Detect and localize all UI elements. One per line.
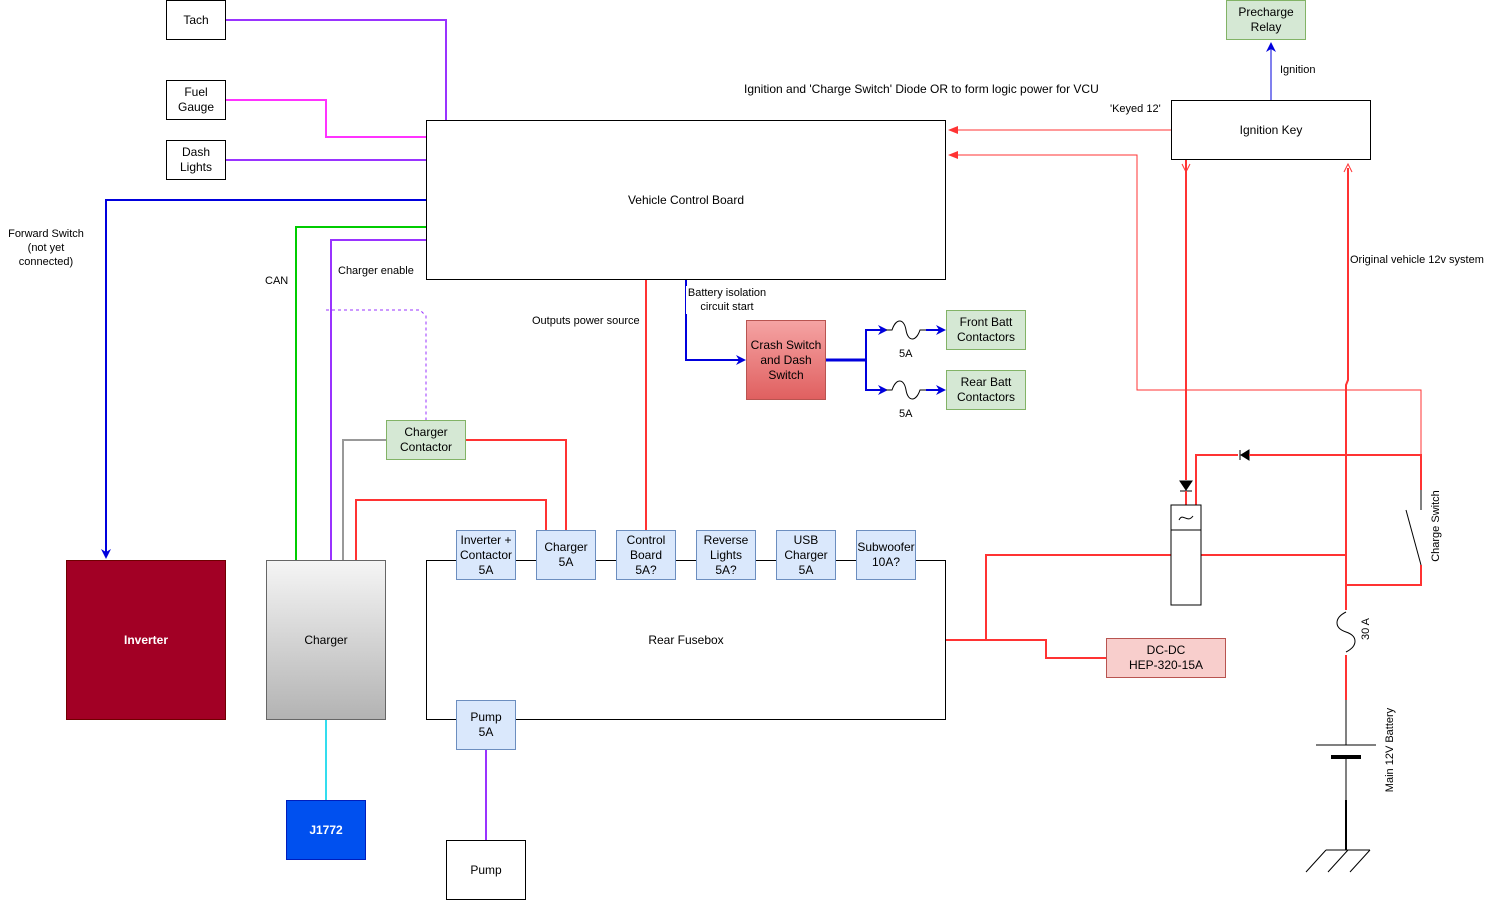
- rear-fusebox: Rear Fusebox: [426, 560, 946, 720]
- can-wire: [295, 226, 426, 560]
- charge-switch-logic: [948, 151, 1422, 500]
- charger-contactor: Charger Contactor: [386, 420, 466, 460]
- fuse-subwoofer: Subwoofer 10A?: [856, 530, 916, 580]
- charger-enable-label: Charger enable: [338, 264, 414, 278]
- outputs-power-label: Outputs power source: [532, 314, 640, 328]
- main-battery-label: Main 12V Battery: [1384, 707, 1396, 793]
- fuse-usb-charger: USB Charger 5A: [776, 530, 836, 580]
- front-fuse-label: 5A: [899, 348, 913, 360]
- relay-to-diode: [1195, 454, 1238, 505]
- tach-wire: [226, 19, 447, 120]
- charger-fuse-red: [355, 499, 547, 560]
- fuse-inverter-contactor: Inverter + Contactor 5A: [456, 530, 516, 580]
- front-fuse-symbol: [886, 320, 926, 340]
- original-12v-label: Original vehicle 12v system: [1350, 253, 1484, 267]
- crash-switch-box: Crash Switch and Dash Switch: [746, 320, 826, 400]
- relay-body: [1170, 504, 1202, 606]
- diode-relay: [1179, 480, 1193, 492]
- forward-switch-wire: [101, 199, 426, 559]
- tach-box: Tach: [166, 0, 226, 40]
- charger-box: Charger: [266, 560, 386, 720]
- rear-fuse-symbol: [886, 380, 926, 400]
- main-12v-feed: [1345, 168, 1349, 610]
- fusebox-dcdc: [946, 639, 1106, 659]
- rear-fuse-label: 5A: [899, 408, 913, 420]
- fuel-gauge-wire: [226, 99, 426, 138]
- fuse-30a-label: 30 A: [1360, 617, 1372, 641]
- keyed12-label: 'Keyed 12': [1110, 102, 1161, 116]
- dash-lights-box: Dash Lights: [166, 140, 226, 180]
- j1772-box: J1772: [286, 800, 366, 860]
- rear-batt-contactors: Rear Batt Contactors: [946, 370, 1026, 410]
- battery-isolation-label: Battery isolation circuit start: [686, 286, 768, 314]
- can-label: CAN: [265, 274, 289, 288]
- dcdc-box: DC-DC HEP-320-15A: [1106, 638, 1226, 678]
- charge-switch-symbol: [1405, 509, 1422, 566]
- fuse-charger: Charger 5A: [536, 530, 596, 580]
- vehicle-control-board: Vehicle Control Board: [426, 120, 946, 280]
- pump-box: Pump: [446, 840, 526, 900]
- precharge-relay-box: Precharge Relay: [1226, 0, 1306, 40]
- contactor-charger-grey: [342, 439, 386, 560]
- fuse-30a-symbol: [1336, 611, 1356, 653]
- fuse-reverse-lights: Reverse Lights 5A?: [696, 530, 756, 580]
- front-branch-blue: [865, 325, 888, 360]
- ignition-note-label: Ignition and 'Charge Switch' Diode OR to…: [744, 82, 1099, 96]
- ignition-label: Ignition: [1280, 63, 1316, 77]
- charge-switch-to-batt: [1346, 565, 1422, 586]
- inverter-box: Inverter: [66, 560, 226, 720]
- diode-or: [1239, 449, 1250, 461]
- charger-contactor-dashed: [326, 309, 427, 420]
- rear-branch-blue: [865, 360, 888, 395]
- charge-switch-label: Charge Switch: [1430, 490, 1442, 562]
- forward-switch-label: Forward Switch (not yet connected): [0, 227, 92, 269]
- contactor-fuse-red: [466, 439, 567, 530]
- ignition-key-box: Ignition Key: [1171, 100, 1371, 160]
- fuel-gauge-box: Fuel Gauge: [166, 80, 226, 120]
- front-batt-contactors: Front Batt Contactors: [946, 310, 1026, 350]
- fuse-control-board: Control Board 5A?: [616, 530, 676, 580]
- fusebox-relay: [985, 554, 1171, 640]
- fuse-pump: Pump 5A: [456, 700, 516, 750]
- charger-enable-wire: [330, 239, 426, 560]
